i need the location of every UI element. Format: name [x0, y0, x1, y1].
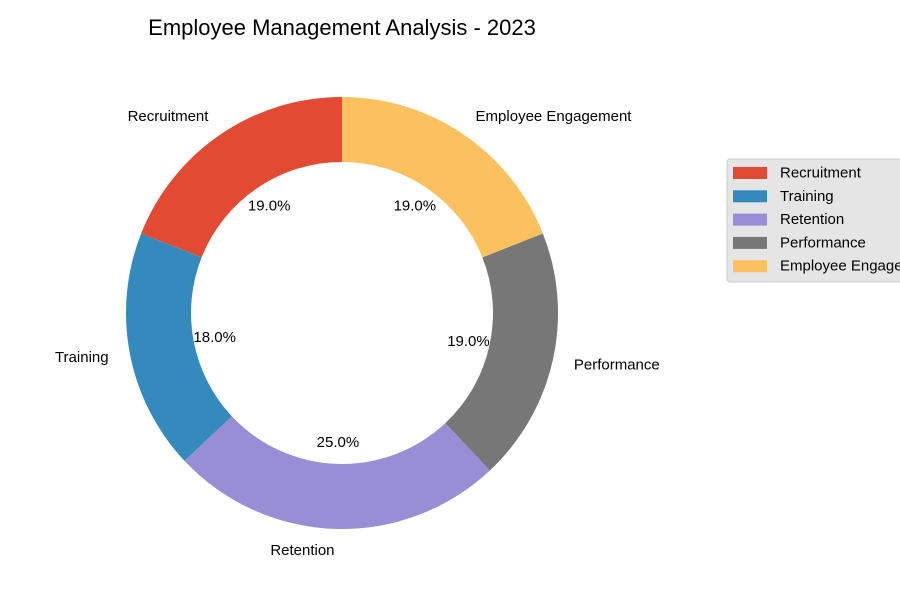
chart-legend: RecruitmentTrainingRetentionPerformanceE… — [726, 158, 900, 283]
legend-swatch-employee-engagement — [733, 260, 767, 273]
legend-label-recruitment: Recruitment — [780, 165, 862, 182]
percent-label-recruitment: 19.0% — [248, 197, 291, 214]
slice-label-recruitment: Recruitment — [128, 108, 210, 125]
percent-label-employee-engagement: 19.0% — [394, 197, 437, 214]
percent-label-training: 18.0% — [193, 329, 236, 346]
legend-swatch-recruitment — [733, 167, 767, 179]
percent-label-performance: 19.0% — [447, 333, 490, 350]
legend-frame — [726, 158, 900, 283]
donut-slices — [125, 97, 558, 529]
slice-label-employee-engagement: Employee Engagement — [476, 108, 633, 125]
legend-swatch-retention — [733, 213, 767, 226]
legend-label-training: Training — [780, 188, 834, 205]
legend-swatch-performance — [733, 236, 767, 249]
chart-title: Employee Management Analysis - 2023 — [148, 15, 536, 40]
slice-retention — [184, 416, 490, 529]
legend-label-employee-engagement: Employee Engagement — [780, 258, 900, 275]
slice-performance — [445, 233, 558, 471]
legend-swatch-training — [733, 190, 767, 203]
slice-recruitment — [141, 97, 342, 258]
slice-training — [125, 233, 232, 461]
slice-label-training: Training — [55, 349, 109, 366]
slice-employee-engagement — [342, 97, 543, 258]
percent-label-retention: 25.0% — [317, 434, 360, 451]
slice-label-performance: Performance — [574, 356, 660, 373]
slice-label-retention: Retention — [270, 542, 334, 559]
percent-labels: 19.0% 18.0% 25.0% 19.0% 19.0% — [193, 197, 489, 451]
legend-label-retention: Retention — [780, 211, 844, 228]
legend-label-performance: Performance — [780, 234, 866, 251]
